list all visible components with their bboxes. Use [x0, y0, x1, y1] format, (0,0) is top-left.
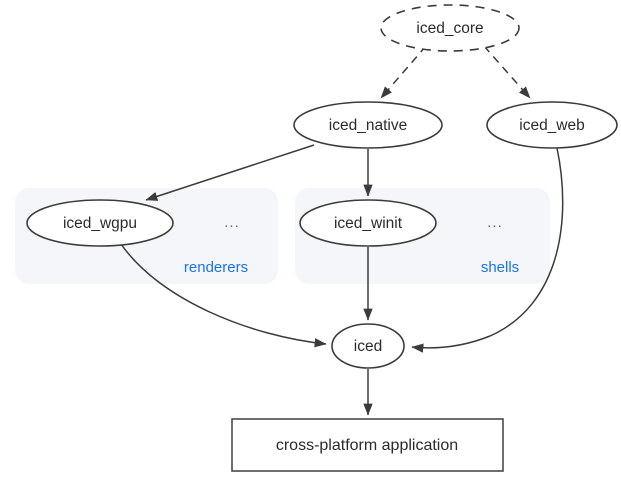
node-iced-wgpu-shape[interactable] — [26, 199, 174, 247]
node-iced-core[interactable]: iced_core — [380, 4, 520, 52]
edge-iced-core-to-iced-web — [483, 45, 531, 99]
node-iced-wgpu[interactable]: iced_wgpu — [26, 199, 174, 247]
node-iced-winit-shape[interactable] — [299, 199, 437, 247]
node-iced-label: iced — [354, 338, 382, 355]
node-iced-web-shape[interactable] — [486, 101, 618, 149]
edge-iced-core-to-iced-native — [380, 45, 427, 99]
node-iced[interactable]: iced — [331, 323, 405, 369]
edge-layer — [120, 45, 564, 416]
node-iced-winit-label: iced_winit — [334, 215, 403, 232]
node-cross-platform-application-label: cross-platform application — [276, 437, 458, 454]
cluster-renderers-ellipsis: ... — [224, 214, 240, 231]
edge-iced-native-to-iced-wgpu — [145, 144, 315, 201]
node-iced-shape[interactable] — [331, 323, 405, 369]
node-iced-core-shape[interactable] — [380, 4, 520, 52]
cluster-shells-label: shells — [481, 259, 519, 276]
edge-iced-wgpu-to-iced — [120, 243, 327, 348]
cluster-shells-ellipsis: ... — [487, 214, 503, 231]
node-iced-native[interactable]: iced_native — [293, 101, 443, 149]
node-cross-platform-application-shape[interactable] — [231, 418, 504, 472]
node-iced-web[interactable]: iced_web — [486, 101, 618, 149]
node-iced-web-label: iced_web — [519, 117, 585, 134]
edge-iced-web-to-iced — [411, 147, 564, 353]
node-iced-wgpu-label: iced_wgpu — [63, 215, 137, 232]
node-iced-core-label: iced_core — [416, 20, 483, 37]
node-iced-native-shape[interactable] — [293, 101, 443, 149]
node-cross-platform-application[interactable]: cross-platform application — [231, 418, 504, 472]
node-iced-winit[interactable]: iced_winit — [299, 199, 437, 247]
cluster-renderers-label: renderers — [184, 259, 248, 276]
node-iced-native-label: iced_native — [329, 117, 407, 134]
